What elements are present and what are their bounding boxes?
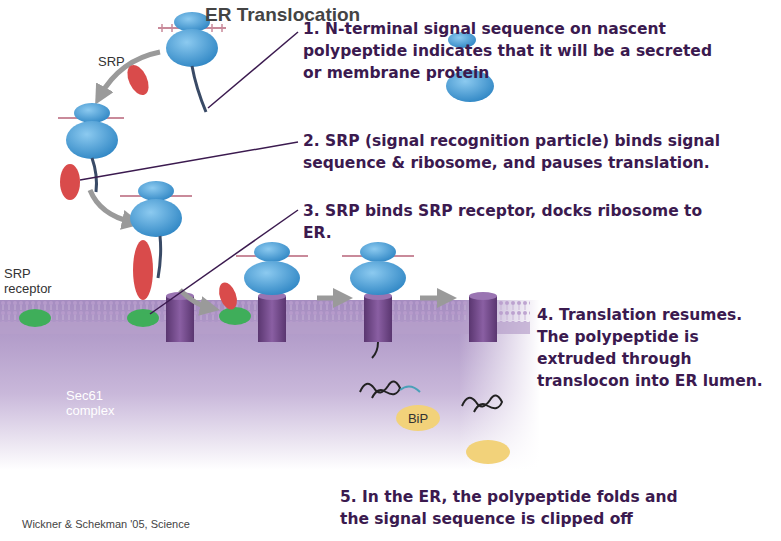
- bip-chaperone: BiP: [396, 405, 440, 431]
- step-note: 1. N-terminal signal sequence on nascent…: [303, 18, 723, 84]
- step-note: 2. SRP (signal recognition particle) bin…: [303, 130, 743, 174]
- step-note: 4. Translation resumes. The polypeptide …: [537, 304, 777, 392]
- step-note: 5. In the ER, the polypeptide folds and …: [340, 486, 700, 530]
- part-label: SRP: [98, 54, 138, 69]
- part-label: SRP receptor: [4, 266, 76, 296]
- step-note: 3. SRP binds SRP receptor, docks ribosom…: [303, 200, 723, 244]
- node-text: BiP: [408, 411, 428, 426]
- part-label: Sec61 complex: [66, 388, 136, 418]
- citation: Wickner & Schekman '05, Science: [22, 518, 282, 530]
